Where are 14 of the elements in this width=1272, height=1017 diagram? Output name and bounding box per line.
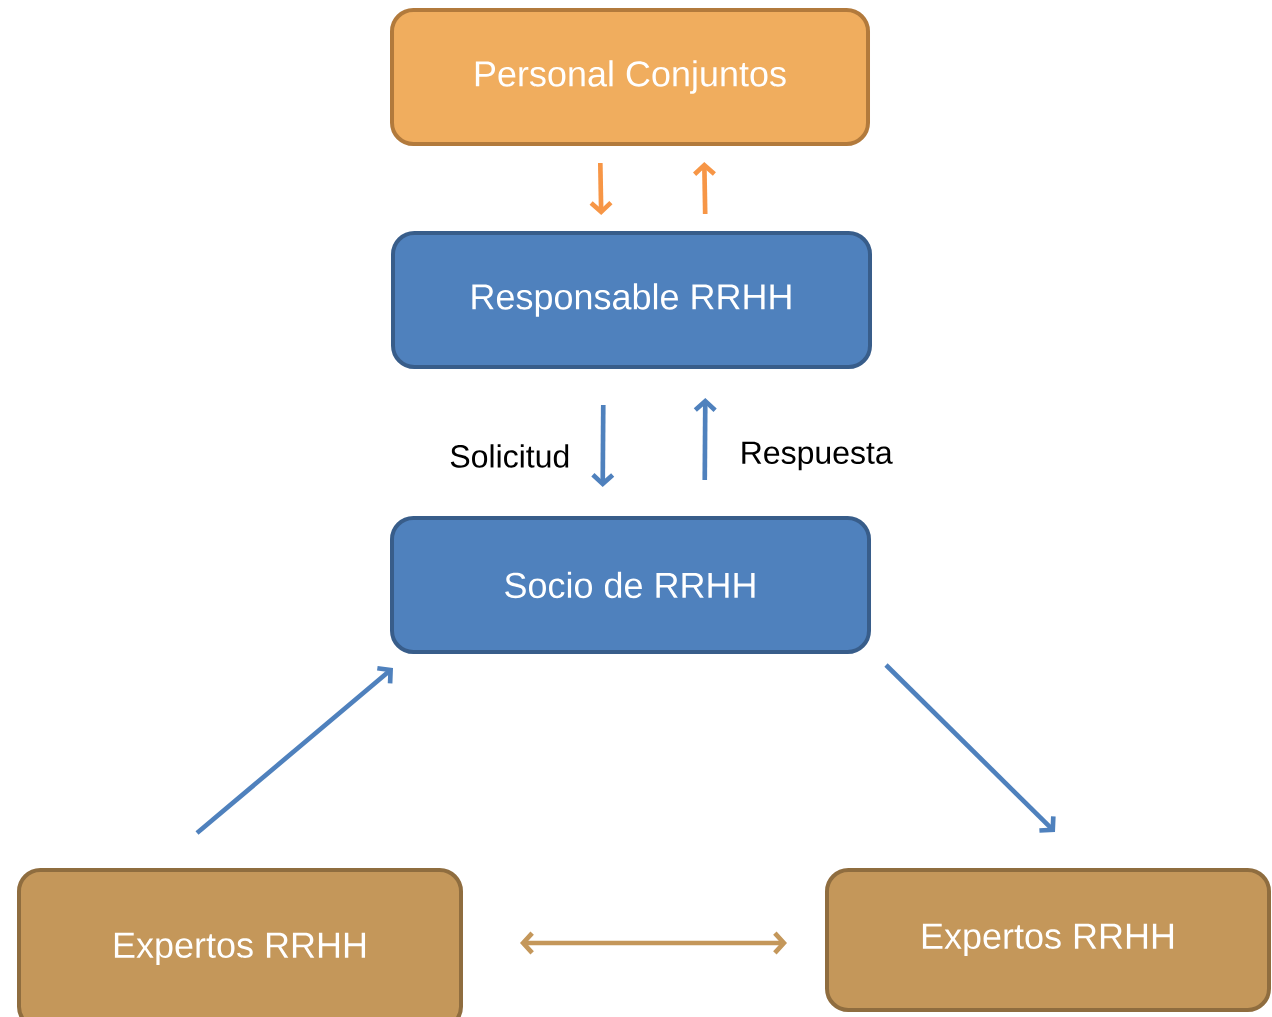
process-box: Expertos RRHH [17, 868, 463, 1017]
process-box: Socio de RRHH [390, 516, 871, 654]
process-box: Responsable RRHH [391, 231, 872, 369]
arrow [693, 162, 716, 215]
arrow [693, 398, 717, 480]
arrow [589, 162, 613, 215]
process-box: Personal Conjuntos [390, 8, 870, 146]
edge-label: Solicitud [450, 444, 569, 468]
arrow [195, 665, 393, 835]
arrow [591, 405, 615, 487]
arrow [884, 663, 1056, 833]
edge-label: Respuesta [742, 441, 893, 471]
arrow [520, 931, 787, 955]
process-box: Expertos RRHH [825, 868, 1271, 1012]
